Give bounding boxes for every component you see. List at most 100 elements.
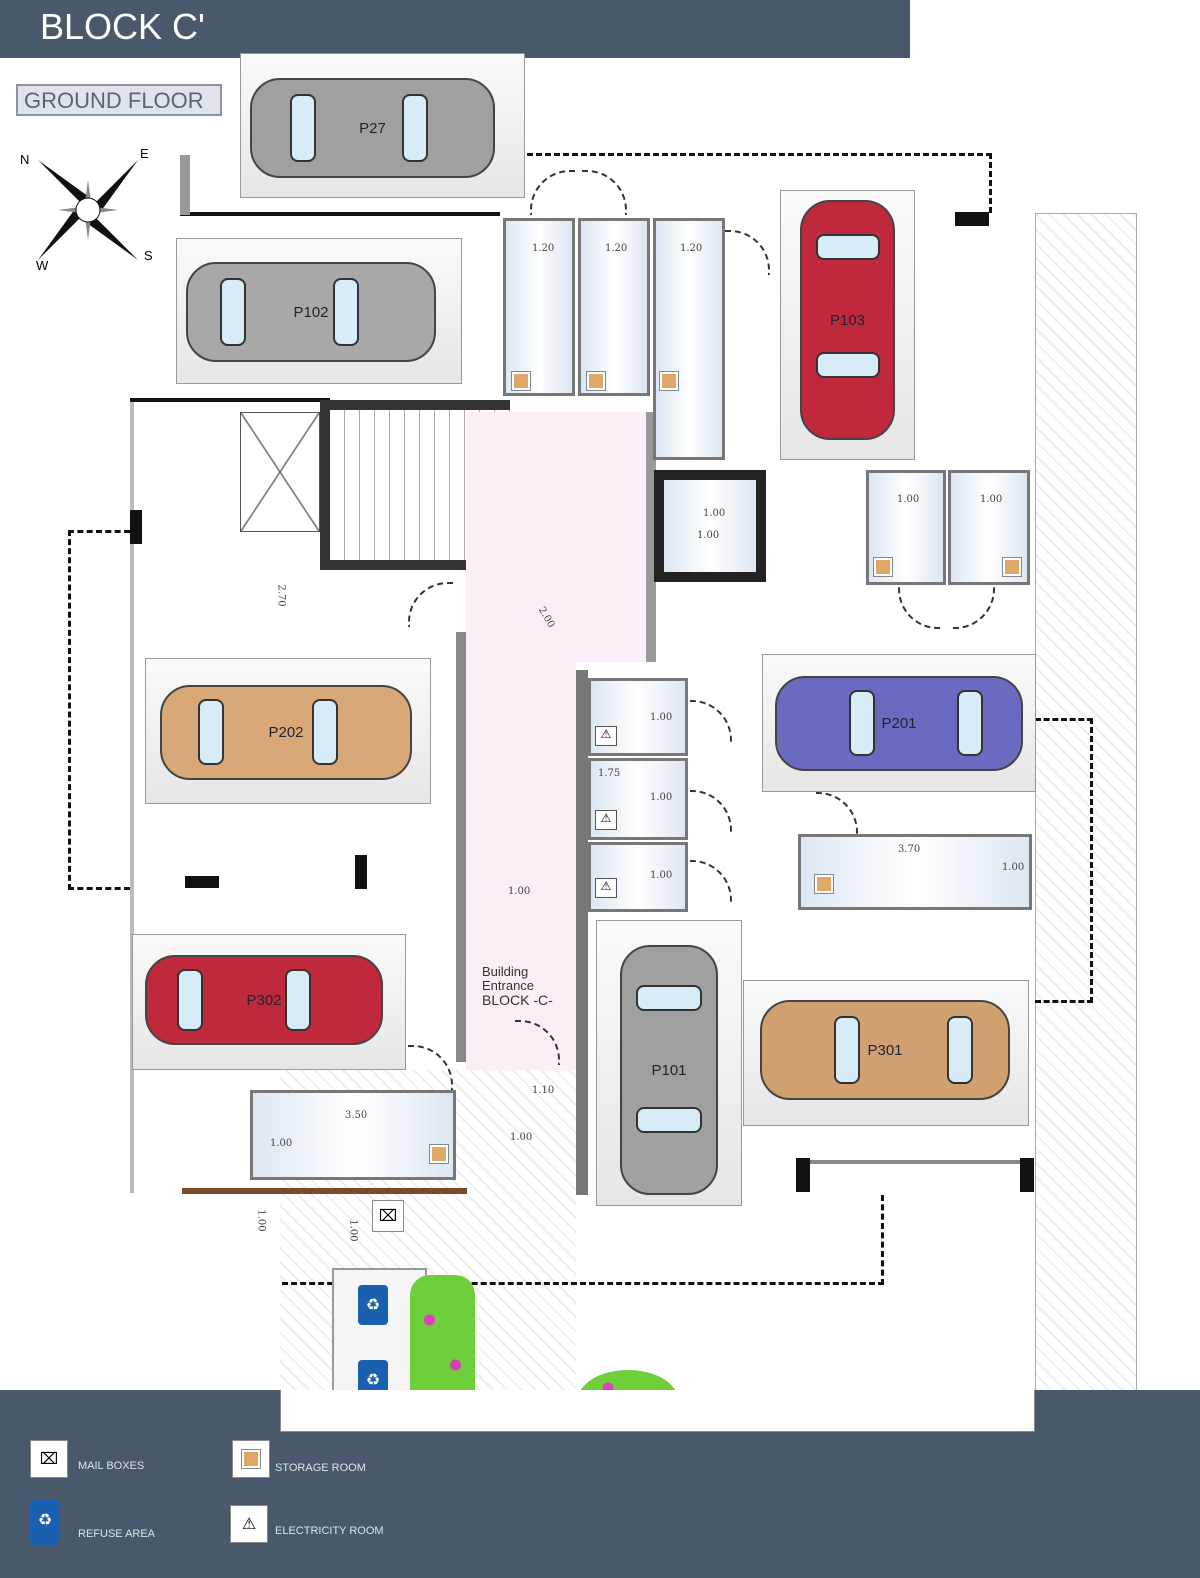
- lift-shaft: [240, 412, 320, 532]
- storage-icon: [586, 371, 606, 391]
- entrance-line2: Entrance: [482, 978, 535, 993]
- dim-room-1: 1.00: [897, 494, 920, 505]
- parking-label: P102: [293, 303, 329, 321]
- dim-elec-2: 1.00: [650, 792, 673, 803]
- storage-room: [578, 218, 650, 396]
- dim-storage-3: 1.20: [680, 243, 703, 254]
- dim-bl-d: 1.00: [270, 1138, 293, 1149]
- boundary-left: [68, 530, 130, 890]
- parking-label: P301: [867, 1041, 903, 1059]
- boundary-bottom: [282, 1195, 884, 1285]
- legend-mailboxes: MAIL BOXES: [78, 1460, 145, 1472]
- compass-n: N: [20, 152, 30, 167]
- parking-label: P101: [651, 1061, 687, 1079]
- electricity-room: [588, 842, 688, 912]
- storage-icon: [814, 874, 834, 894]
- door[interactable]: [690, 790, 732, 832]
- car-p201: P201: [775, 676, 1023, 771]
- legend-storage: STORAGE ROOM: [275, 1462, 366, 1474]
- storage-icon: [429, 1144, 449, 1164]
- wall: [796, 1158, 810, 1192]
- car-p101: P101: [620, 945, 718, 1195]
- wall: [130, 398, 134, 1193]
- dim-elec-1: 1.00: [650, 712, 673, 723]
- dim-side: 1.00: [255, 1209, 267, 1232]
- refuse-bin-icon: ♻: [30, 1500, 60, 1545]
- storage-room: [503, 218, 575, 396]
- wall: [180, 155, 190, 215]
- car-p301: P301: [760, 1000, 1010, 1100]
- storage-icon: [659, 371, 679, 391]
- car-p102: P102: [186, 262, 436, 362]
- dim-corridor: 1.00: [508, 886, 531, 897]
- door[interactable]: [898, 587, 940, 629]
- legend-electricity: ELECTRICITY ROOM: [275, 1525, 384, 1537]
- dim-storage-d: 1.00: [1002, 862, 1025, 873]
- electricity-icon: ⚠: [230, 1505, 268, 1543]
- entrance-line3: BLOCK -C-: [482, 992, 553, 1008]
- car-p202: P202: [160, 685, 412, 780]
- door[interactable]: [408, 1045, 453, 1090]
- entrance-line1: Building: [482, 964, 529, 979]
- door[interactable]: [725, 230, 770, 275]
- dim-storage-w: 3.70: [898, 844, 921, 855]
- compass-e: E: [140, 146, 149, 161]
- entrance-label: Building Entrance BLOCK -C-: [482, 964, 553, 1008]
- storage-icon: [511, 371, 531, 391]
- dim-entrance-1: 1.10: [532, 1085, 555, 1096]
- compass-s: S: [144, 248, 153, 263]
- dim-bl-w: 3.50: [345, 1110, 368, 1121]
- dim-storage-1: 1.20: [532, 243, 555, 254]
- electricity-icon: ⚠: [595, 726, 617, 746]
- storage-icon: [873, 557, 893, 577]
- boundary-top: [527, 153, 992, 213]
- door[interactable]: [690, 700, 732, 742]
- mailbox-icon: ⌧: [30, 1440, 68, 1478]
- wall: [180, 212, 500, 216]
- door[interactable]: [690, 860, 732, 902]
- dim-left: 2.70: [275, 584, 287, 607]
- car-p103: P103: [800, 200, 895, 440]
- wall: [1020, 1158, 1034, 1192]
- wall: [185, 876, 219, 888]
- entrance-corridor: [466, 575, 576, 1070]
- door[interactable]: [816, 792, 858, 834]
- compass-icon: N E S W: [18, 140, 158, 280]
- wall: [182, 1188, 467, 1194]
- dim-lift-d: 1.00: [697, 530, 720, 541]
- dim-elec-w: 1.75: [598, 768, 621, 779]
- dim-elec-3: 1.00: [650, 870, 673, 881]
- refuse-bin-icon: ♻: [358, 1285, 388, 1325]
- wall: [456, 632, 466, 1062]
- dim-mailbox: 1.00: [347, 1219, 359, 1242]
- wall: [355, 855, 367, 889]
- parking-label: P27: [359, 119, 386, 137]
- door[interactable]: [953, 587, 995, 629]
- storage-room: [798, 834, 1032, 910]
- wall: [130, 398, 330, 402]
- storage-room: [653, 218, 725, 460]
- compass-w: W: [36, 258, 49, 273]
- dim-room-2: 1.00: [980, 494, 1003, 505]
- mailbox-icon: ⌧: [372, 1200, 404, 1232]
- boundary-right: [1035, 718, 1093, 1003]
- parking-label: P103: [829, 311, 866, 329]
- wall: [955, 212, 989, 226]
- electricity-icon: ⚠: [595, 810, 617, 830]
- door[interactable]: [408, 582, 453, 627]
- parking-label: P302: [246, 991, 282, 1009]
- dim-lift-w: 1.00: [703, 508, 726, 519]
- legend-refuse: REFUSE AREA: [78, 1528, 156, 1540]
- car-p302: P302: [145, 955, 383, 1045]
- storage-icon: [232, 1440, 270, 1478]
- wall: [130, 510, 142, 544]
- floor-label: GROUND FLOOR: [16, 84, 222, 116]
- plan-title: BLOCK C': [0, 0, 910, 58]
- storage-room: [250, 1090, 456, 1180]
- car-p27: P27: [250, 78, 495, 178]
- lift: [654, 470, 766, 582]
- plan-area-bottom: [280, 1390, 1035, 1432]
- wall: [800, 1160, 1030, 1164]
- dim-entrance-2: 1.00: [510, 1132, 533, 1143]
- electricity-icon: ⚠: [595, 878, 617, 898]
